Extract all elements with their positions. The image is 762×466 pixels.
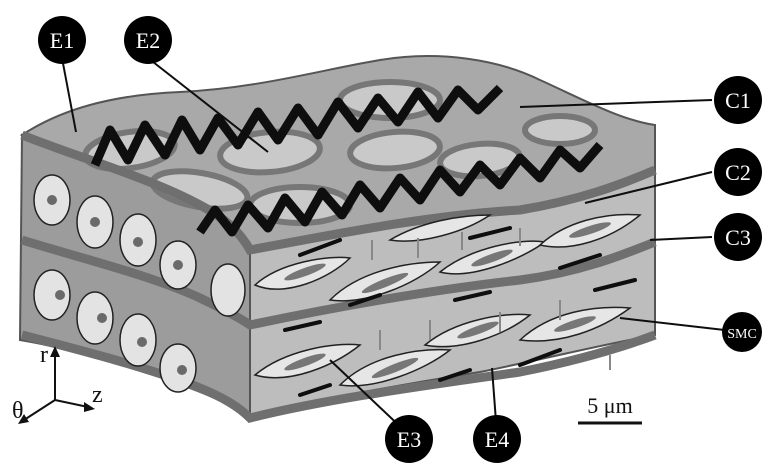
svg-text:SMC: SMC <box>727 327 757 342</box>
callout-smc: SMC <box>722 312 762 352</box>
svg-text:E3: E3 <box>397 427 421 452</box>
axis-label-theta: θ <box>12 398 24 424</box>
svg-text:E4: E4 <box>485 427 509 452</box>
svg-text:E1: E1 <box>50 28 74 53</box>
svg-text:E2: E2 <box>136 28 160 53</box>
svg-text:C3: C3 <box>725 225 751 250</box>
tissue-block <box>20 56 655 420</box>
callout-e4: E4 <box>473 415 521 463</box>
scale-bar: 5 μm <box>578 393 642 423</box>
scale-bar-label: 5 μm <box>587 393 632 418</box>
callout-e2: E2 <box>124 16 172 64</box>
callout-e1: E1 <box>38 16 86 64</box>
callout-c2: C2 <box>714 148 762 196</box>
callout-e3: E3 <box>385 415 433 463</box>
axis-label-r: r <box>40 342 48 368</box>
callout-c1: C1 <box>714 76 762 124</box>
callout-c3: C3 <box>714 213 762 261</box>
svg-text:C1: C1 <box>725 88 751 113</box>
svg-text:C2: C2 <box>725 160 751 185</box>
axis-label-z: z <box>92 382 103 408</box>
